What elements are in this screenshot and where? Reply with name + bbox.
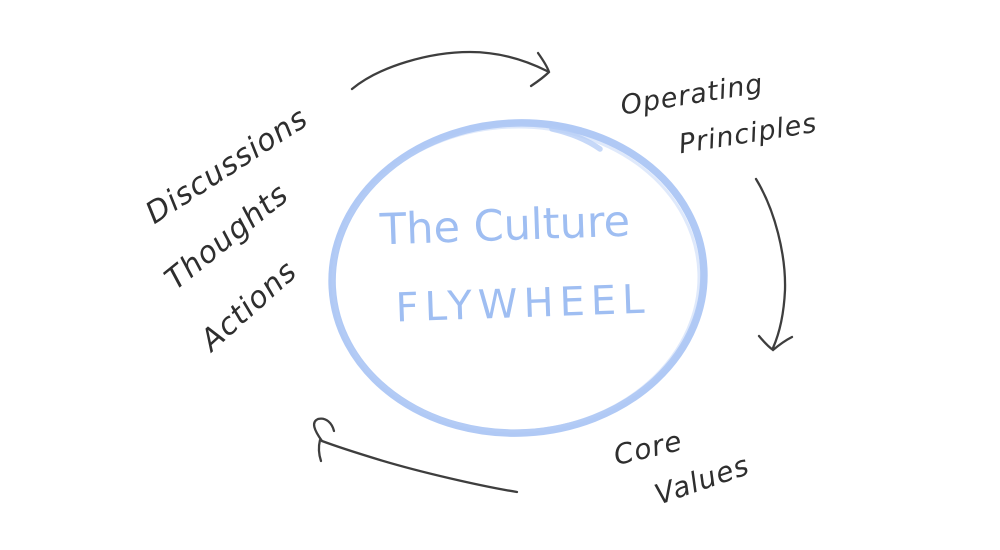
arrow-top-icon — [350, 50, 551, 91]
flywheel-circle-icon — [328, 119, 708, 437]
flywheel-title-line2: FLYWHEEL — [394, 276, 652, 332]
arrow-bottom-left-icon — [312, 417, 519, 494]
flywheel-title-line1: The Culture — [379, 196, 631, 256]
arrow-right-icon — [754, 177, 794, 352]
